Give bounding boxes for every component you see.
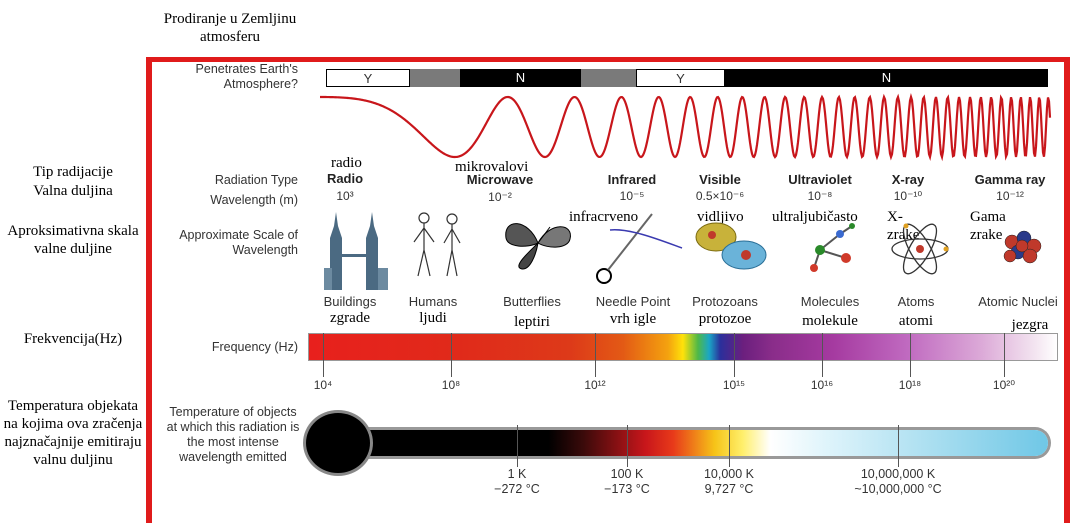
type-xray: X-ray bbox=[891, 172, 925, 187]
temperature-tick bbox=[627, 425, 628, 467]
wavelength-microwave: 10⁻² bbox=[488, 190, 512, 204]
scale-atomic-nuclei: Atomic Nuclei bbox=[978, 294, 1058, 309]
scale-hr-butterflies: leptiri bbox=[514, 314, 550, 330]
protozoa-icon bbox=[695, 222, 767, 270]
temperature-kelvin: 10,000 K bbox=[703, 467, 755, 481]
top-title: Prodiranje u Zemljinu atmosferu bbox=[163, 11, 297, 45]
type-microwave: Microwave bbox=[466, 172, 534, 187]
wavelength-radio: 10³ bbox=[336, 189, 354, 203]
scale-hr-humans: ljudi bbox=[419, 310, 447, 326]
row-label-frequency: Frequency (Hz) bbox=[211, 340, 298, 354]
type-gamma: Gamma ray bbox=[974, 172, 1046, 187]
diagram-frame bbox=[146, 57, 1070, 523]
frequency-tick-label: 10¹⁸ bbox=[898, 378, 922, 392]
atom-icon bbox=[891, 223, 949, 275]
penetration-segment: Y bbox=[636, 69, 725, 87]
scale-molecules: Molecules bbox=[800, 294, 860, 309]
penetration-segment: N bbox=[460, 69, 581, 87]
temperature-tick bbox=[517, 425, 518, 467]
row-label-temperature: Temperature of objects at which this rad… bbox=[166, 405, 300, 464]
type-hr-gamma: Gama zrake bbox=[970, 209, 1006, 243]
temperature-celsius: 9,727 °C bbox=[704, 482, 754, 496]
type-hr-infrared: infracrveno bbox=[569, 209, 639, 225]
row-label-penetrates: Penetrates Earth's Atmosphere? bbox=[195, 62, 298, 91]
frequency-tick-label: 10¹⁶ bbox=[810, 378, 834, 392]
scale-hr-buildings: zgrade bbox=[330, 310, 370, 326]
frequency-tick bbox=[910, 333, 911, 377]
penetration-segment: N bbox=[725, 69, 1048, 87]
thermometer bbox=[306, 413, 1050, 473]
frequency-spectrum-bar bbox=[308, 333, 1058, 361]
label-tip-radijacije: Tip radijacije bbox=[33, 164, 113, 180]
frequency-tick bbox=[822, 333, 823, 377]
type-hr-ultraviolet: ultraljubičasto bbox=[772, 209, 858, 225]
row-label-approx: Approximate Scale of Wavelength bbox=[179, 228, 298, 257]
thermometer-bulb bbox=[306, 413, 370, 473]
frequency-tick-label: 10¹² bbox=[584, 378, 606, 392]
scale-butterflies: Butterflies bbox=[503, 294, 561, 309]
label-aproksimativna: Aproksimativna skala valne duljine bbox=[7, 223, 139, 257]
frequency-tick-label: 10⁸ bbox=[441, 378, 461, 392]
frequency-tick bbox=[595, 333, 596, 377]
row-label-wavelength: Wavelength (m) bbox=[210, 193, 298, 207]
wavelength-ultraviolet: 10⁻⁸ bbox=[807, 189, 833, 203]
frequency-tick bbox=[1004, 333, 1005, 377]
penetration-bar: Y N Y N bbox=[326, 69, 1048, 87]
scale-humans: Humans bbox=[408, 294, 458, 309]
temperature-tick bbox=[898, 425, 899, 467]
temperature-kelvin: 1 K bbox=[507, 467, 527, 481]
molecule-icon bbox=[810, 223, 855, 272]
label-valna-duljina: Valna duljina bbox=[33, 183, 113, 199]
frequency-tick-label: 10⁴ bbox=[313, 378, 333, 392]
scale-hr-protozoans: protozoe bbox=[698, 311, 752, 327]
frequency-tick bbox=[451, 333, 452, 377]
type-hr-visible: vidljivo bbox=[697, 209, 744, 225]
scale-hr-molecules: molekule bbox=[802, 313, 858, 329]
temperature-celsius: ~10,000,000 °C bbox=[854, 482, 942, 496]
label-frekvencija: Frekvencija(Hz) bbox=[23, 331, 123, 347]
scale-atoms: Atoms bbox=[897, 294, 935, 309]
nucleus-icon bbox=[1003, 230, 1042, 264]
wavelength-visible: 0.5×10⁻⁶ bbox=[695, 189, 745, 203]
temperature-label-10000000k: 10,000,000 K ~10,000,000 °C bbox=[838, 467, 958, 497]
wavelength-gamma: 10⁻¹² bbox=[996, 189, 1024, 203]
frequency-tick bbox=[734, 333, 735, 377]
needle-icon bbox=[596, 213, 683, 284]
row-label-radiation-type: Radiation Type bbox=[214, 173, 298, 187]
penetration-segment: Y bbox=[326, 69, 410, 87]
humans-icon bbox=[413, 212, 461, 277]
thermometer-tube bbox=[354, 430, 1048, 456]
scale-needle-point: Needle Point bbox=[595, 294, 671, 309]
label-temperatura: Temperatura objekata na kojima ova zrače… bbox=[3, 398, 143, 468]
temperature-celsius: −173 °C bbox=[604, 482, 650, 496]
temperature-kelvin: 100 K bbox=[610, 467, 644, 481]
frequency-tick-label: 10²⁰ bbox=[992, 378, 1016, 392]
type-visible: Visible bbox=[699, 172, 741, 187]
scale-hr-needle-point: vrh igle bbox=[609, 311, 657, 327]
type-hr-microwave: mikrovalovi bbox=[455, 159, 529, 175]
wavelength-xray: 10⁻¹⁰ bbox=[893, 189, 923, 203]
temperature-label-1k: 1 K −272 °C bbox=[477, 467, 557, 497]
scale-protozoans: Protozoans bbox=[692, 294, 758, 309]
temperature-tick bbox=[729, 425, 730, 467]
temperature-celsius: −272 °C bbox=[494, 482, 540, 496]
penetration-gradient bbox=[410, 69, 460, 87]
frequency-tick bbox=[323, 333, 324, 377]
wavelength-infrared: 10⁻⁵ bbox=[619, 189, 645, 203]
butterfly-icon bbox=[505, 223, 571, 270]
temperature-label-100k: 100 K −173 °C bbox=[587, 467, 667, 497]
wave-illustration bbox=[320, 93, 1052, 162]
frequency-tick-label: 10¹⁵ bbox=[722, 378, 746, 392]
scale-buildings: Buildings bbox=[323, 294, 377, 309]
type-radio: Radio bbox=[326, 171, 364, 186]
type-ultraviolet: Ultraviolet bbox=[788, 172, 852, 187]
type-infrared: Infrared bbox=[607, 172, 657, 187]
penetration-gradient bbox=[581, 69, 636, 87]
temperature-kelvin: 10,000,000 K bbox=[860, 467, 936, 481]
type-hr-radio: radio bbox=[331, 155, 362, 171]
scale-hr-atoms: atomi bbox=[898, 313, 934, 329]
temperature-label-10000k: 10,000 K 9,727 °C bbox=[684, 467, 774, 497]
buildings-icon bbox=[324, 212, 388, 290]
